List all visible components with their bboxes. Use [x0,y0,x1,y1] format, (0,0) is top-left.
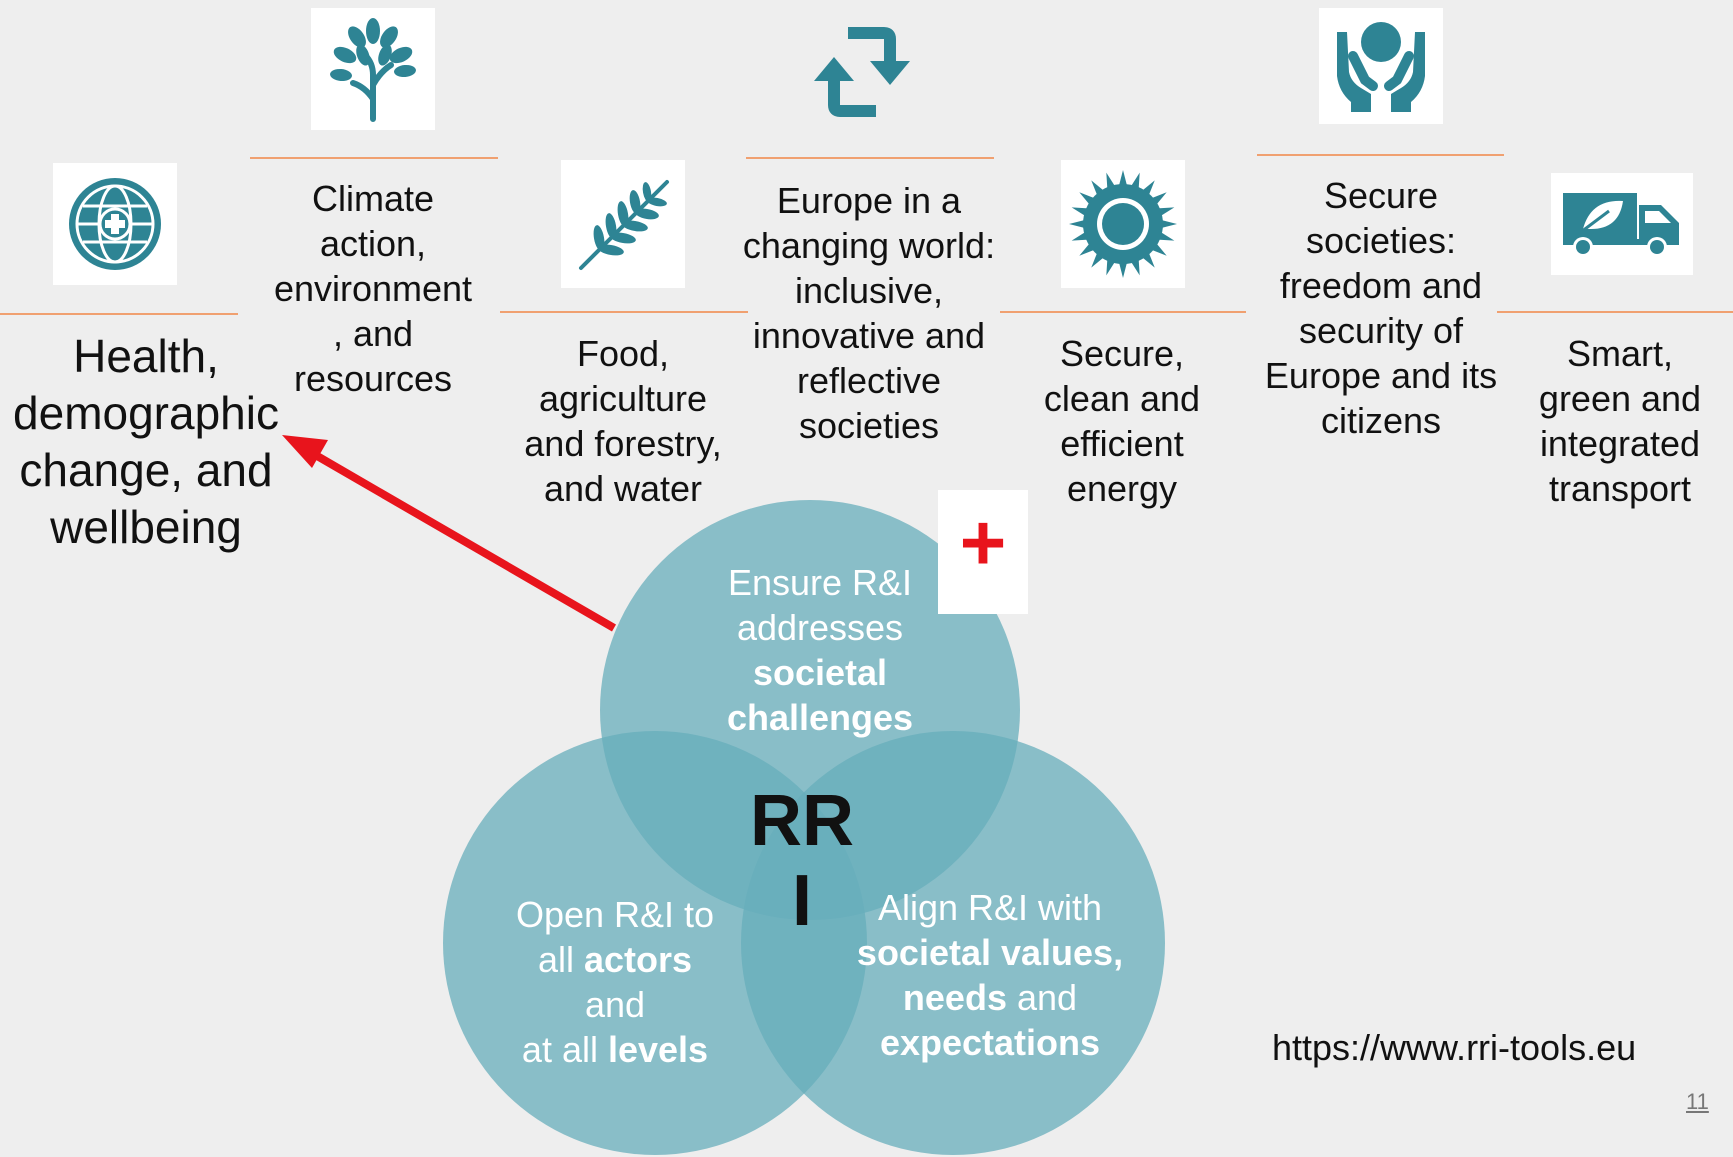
challenge-transport: Smart, green and integrated transport [1538,333,1702,509]
hands-person-icon [1319,8,1443,124]
venn-circle-actors-levels [443,731,867,1155]
plus-box: + [938,490,1028,614]
page-number: 11 [1686,1089,1709,1114]
challenge-health: Health, demographic change, and wellbein… [13,330,279,553]
cycle-arrows-icon [800,10,924,132]
rule-climate [250,157,498,159]
venn-left-pre2: at all [521,1029,598,1070]
rri-center-label: RR I [740,776,864,946]
rule-energy [1000,311,1246,313]
source-url[interactable]: https://www.rri-tools.eu [1272,1027,1637,1068]
sun-icon [1061,160,1185,288]
venn-right-line1: Align R&I with [877,887,1103,928]
venn-left-pre: all [537,939,574,980]
rule-food [500,311,748,313]
venn-right-needs: needs [902,977,1007,1018]
venn-right-text: Align R&I with societal values, needs an… [840,885,1140,1065]
venn-top-text: Ensure R&I addresses societal challenges [680,560,960,740]
rule-europe [746,157,994,159]
rri-line2: I [791,861,812,941]
venn-left-levels: levels [607,1029,709,1070]
challenge-climate: Climate action, environment , and resour… [273,178,473,399]
tree-icon [311,8,435,130]
venn-right-and: and [1016,977,1078,1018]
venn-right-values: societal values, [856,932,1124,973]
challenge-secure: Secure societies: freedom and security o… [1264,175,1498,441]
venn-right-expectations: expectations [879,1022,1101,1063]
venn-top-normal: Ensure R&I addresses [727,562,913,648]
red-arrow [282,435,617,632]
venn-circle-values-expectations [741,731,1165,1155]
rule-transport [1497,311,1733,313]
green-truck-icon [1551,173,1693,275]
challenge-energy: Secure, clean and efficient energy [1043,333,1201,509]
venn-left-line1: Open R&I to [515,894,715,935]
venn-left-line3: and [584,984,646,1025]
venn-top-bold: societal challenges [726,652,914,738]
venn-left-actors: actors [583,939,693,980]
venn-left-text: Open R&I to all actors and at all levels [490,892,740,1072]
challenge-food: Food, agriculture and forestry, and wate… [524,333,722,509]
rule-health [0,313,238,315]
rule-secure [1257,154,1504,156]
globe-medical-icon [53,163,177,285]
wheat-icon [561,160,685,288]
plus-icon: + [959,498,1007,587]
rri-line1: RR [750,781,854,861]
challenge-europe: Europe in a changing world: inclusive, i… [742,180,996,446]
